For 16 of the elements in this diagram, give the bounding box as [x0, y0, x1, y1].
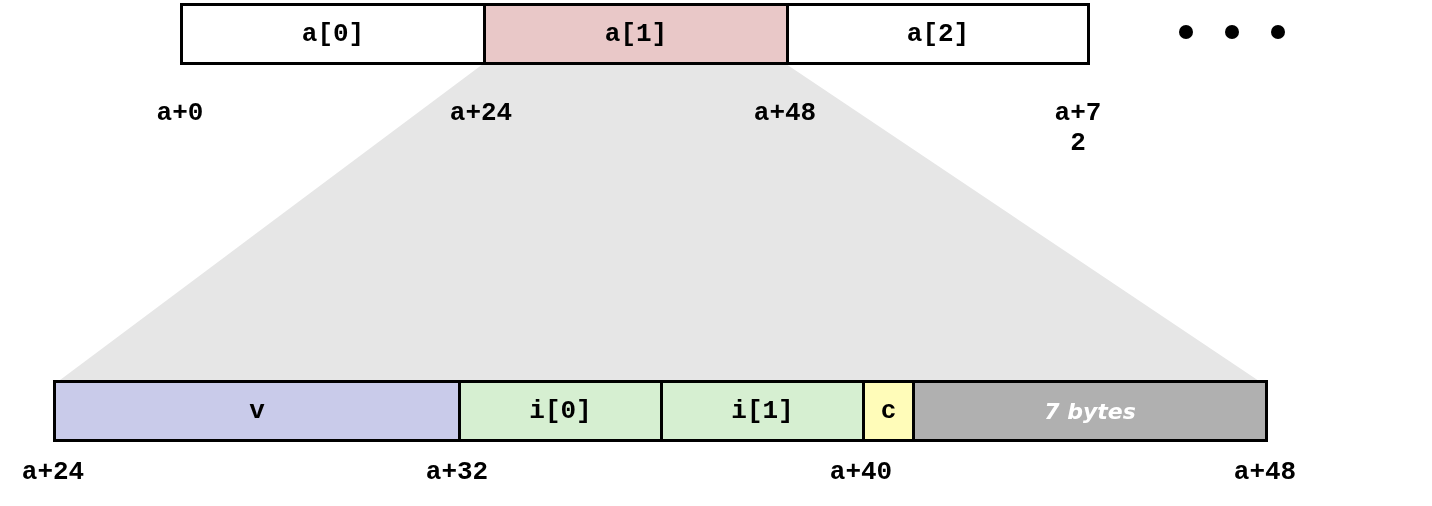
padding-box: 7 bytes: [912, 380, 1268, 442]
address-label: a+32: [424, 457, 490, 487]
address-label: a+24: [448, 98, 514, 128]
field-box: i[1]: [660, 380, 865, 442]
array-element-box: a[2]: [786, 3, 1090, 65]
field-box: v: [53, 380, 461, 442]
array-element-box: a[0]: [180, 3, 486, 65]
array-element-box: a[1]: [483, 3, 789, 65]
field-box: c: [862, 380, 915, 442]
address-label: a+48: [752, 98, 818, 128]
address-label: a+24: [20, 457, 86, 487]
address-label: a+72: [1053, 98, 1103, 158]
address-label: a+0: [155, 98, 205, 128]
field-box: i[0]: [458, 380, 663, 442]
address-label: a+40: [828, 457, 894, 487]
address-label: a+48: [1232, 457, 1298, 487]
